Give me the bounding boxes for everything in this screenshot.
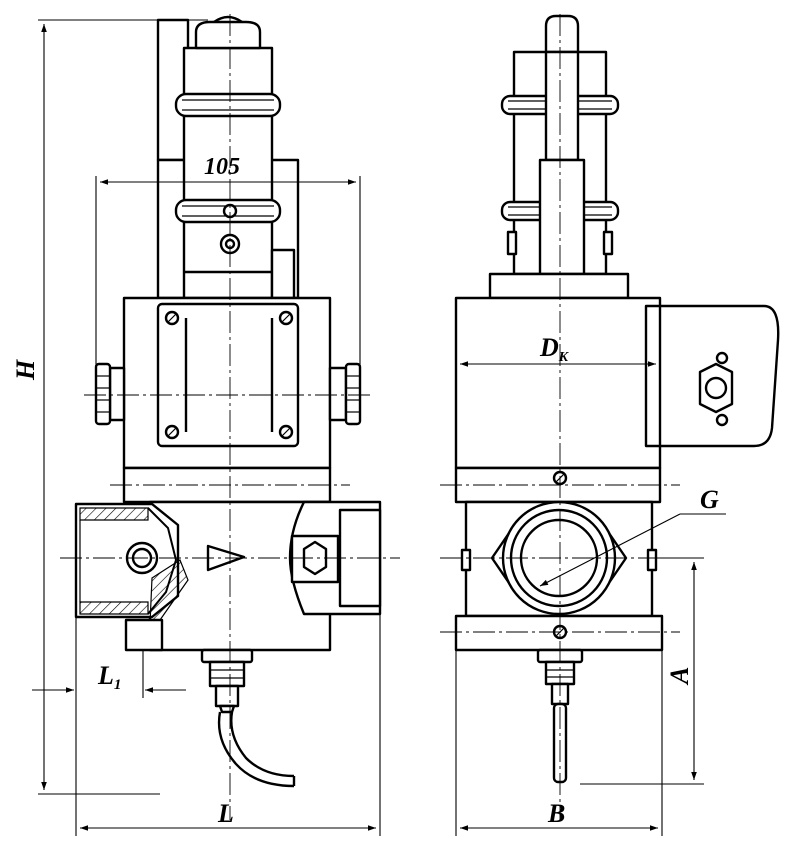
dim-label-A: A [665, 667, 694, 686]
front-terminal-box [94, 296, 362, 470]
dim-label-G: G [700, 485, 719, 514]
front-dimensions [32, 19, 381, 836]
front-valve-body [74, 500, 382, 652]
front-view [60, 14, 400, 820]
dim-label-105: 105 [204, 154, 240, 180]
side-terminal-box [454, 296, 780, 470]
side-actuator [488, 14, 630, 300]
front-bottom-fitting [200, 648, 296, 788]
dim-label-H: H [11, 359, 40, 381]
dim-label-B: B [547, 799, 565, 828]
dimension-labels: 105 H L L1 DK G A B [11, 154, 719, 828]
dim-label-Dk: DK [539, 333, 570, 365]
dim-label-L: L [217, 799, 234, 828]
side-dimensions [455, 361, 726, 836]
dim-label-L1: L1 [97, 661, 121, 693]
side-view [440, 14, 780, 820]
